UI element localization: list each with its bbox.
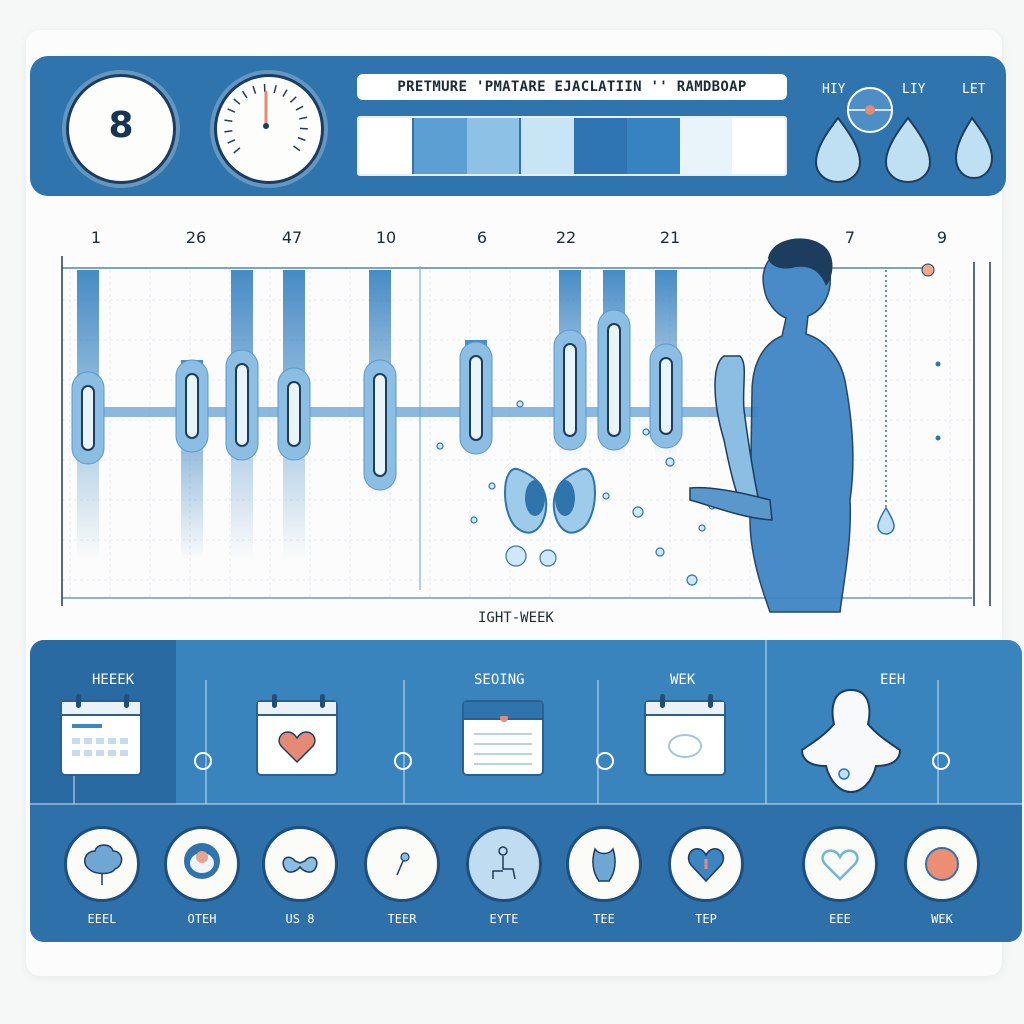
bubble <box>505 545 527 567</box>
badge-label: TEER <box>387 912 417 926</box>
heart-outline-icon <box>821 849 859 881</box>
badge-label: TEE <box>593 912 615 926</box>
bubble <box>655 547 665 557</box>
badge-label: EEE <box>829 912 851 926</box>
calendar-heart-icon <box>256 694 338 776</box>
droplet-icon <box>814 116 994 184</box>
capsule-slot <box>469 355 483 441</box>
bubble <box>698 524 706 532</box>
timeline-tick-label: 22 <box>555 228 577 247</box>
badge-label: EYTE <box>489 912 519 926</box>
badge-2 <box>164 826 240 902</box>
timeline-node <box>596 752 614 770</box>
gauge-dial <box>214 74 324 184</box>
bubble <box>665 457 675 467</box>
color-swatch <box>679 118 733 174</box>
bubble <box>642 428 650 436</box>
timeline-tick-label: 7 <box>844 228 856 247</box>
timeline-node <box>932 752 950 770</box>
badge-8 <box>802 826 878 902</box>
capsule-slot <box>287 381 301 447</box>
capsule-slot <box>607 323 621 437</box>
section-label-3: WEK <box>670 672 696 688</box>
color-swatch <box>411 118 467 174</box>
gauge-ticks-icon <box>224 83 308 154</box>
droplet-icon <box>877 506 895 535</box>
color-swatch <box>574 118 627 174</box>
section-label-2: SEOING <box>474 672 525 688</box>
capsule-slot <box>563 343 577 437</box>
color-scale <box>357 116 787 176</box>
tree-icon <box>84 844 123 885</box>
badge-label: WEK <box>931 912 953 926</box>
badge-1 <box>64 826 140 902</box>
heart-icon <box>687 848 725 883</box>
badge-7 <box>668 826 744 902</box>
capsule-slot <box>235 363 249 447</box>
header-label-2: LIY <box>902 82 926 97</box>
color-swatch <box>519 118 574 174</box>
badge-label: EEEL <box>87 912 117 926</box>
timeline-tick-label: 21 <box>659 228 681 247</box>
calendar-icon <box>60 694 142 776</box>
seated-person-icon <box>492 846 516 880</box>
badge-label: US 8 <box>285 912 315 926</box>
color-swatch <box>466 118 520 174</box>
bell-icon <box>800 688 902 794</box>
timeline-chart <box>61 238 991 613</box>
section-label-4: EEH <box>880 672 906 688</box>
person-figure <box>749 249 854 613</box>
page-title: PRETMURE 'PMATARE EJACLATIIN '' RAMDBOAP <box>357 74 787 100</box>
badge-9 <box>904 826 980 902</box>
color-swatch <box>732 118 785 174</box>
count-dial: 8 <box>66 74 176 184</box>
color-swatch <box>626 118 680 174</box>
timeline-node <box>194 752 212 770</box>
weeks-panel: HEEEK SEOING WEK EEH <box>30 640 1022 942</box>
capsule-slot <box>185 373 199 439</box>
capsule-slot <box>81 385 95 451</box>
pin-icon <box>396 852 410 876</box>
dot-icon <box>925 847 959 881</box>
badge-label: OTEH <box>187 912 217 926</box>
bubble <box>686 574 698 586</box>
figure-icon <box>592 847 616 882</box>
color-swatch <box>359 118 412 174</box>
lungs-icon <box>282 856 318 873</box>
badge-6 <box>566 826 642 902</box>
timeline-tick-label: 1 <box>90 228 102 247</box>
badge-3 <box>262 826 338 902</box>
timeline-tick-label: 6 <box>476 228 488 247</box>
header-label-3: LET <box>962 82 986 97</box>
droplets-graphic <box>814 87 994 184</box>
bubble <box>470 516 478 524</box>
bubble <box>488 482 496 490</box>
bubble <box>436 442 444 450</box>
timeline-tick-label: 9 <box>936 228 948 247</box>
timeline-caption: IGHT-WEEK <box>478 610 554 626</box>
calendar-blank-icon <box>644 694 726 776</box>
marker-dot <box>921 263 935 277</box>
timeline-tick-label: 10 <box>375 228 397 247</box>
header-label-1: HIY <box>822 82 846 97</box>
cup-icon <box>184 843 220 879</box>
badge-4 <box>364 826 440 902</box>
calendar-page-icon <box>462 700 544 776</box>
hair <box>768 238 833 286</box>
progress-track <box>78 407 758 417</box>
timeline-tick-label: 26 <box>185 228 207 247</box>
bubble <box>632 506 644 518</box>
section-label-1: HEEEK <box>92 672 135 688</box>
bubble <box>602 492 610 500</box>
badge-label: TEP <box>695 912 717 926</box>
timeline-node <box>394 752 412 770</box>
bubble <box>516 400 524 408</box>
timeline-tick-label: 47 <box>281 228 303 247</box>
capsule-slot <box>373 373 387 477</box>
capsule-slot <box>659 357 673 435</box>
bubble <box>539 549 557 567</box>
dial-number: 8 <box>108 105 134 146</box>
badge-5 <box>466 826 542 902</box>
